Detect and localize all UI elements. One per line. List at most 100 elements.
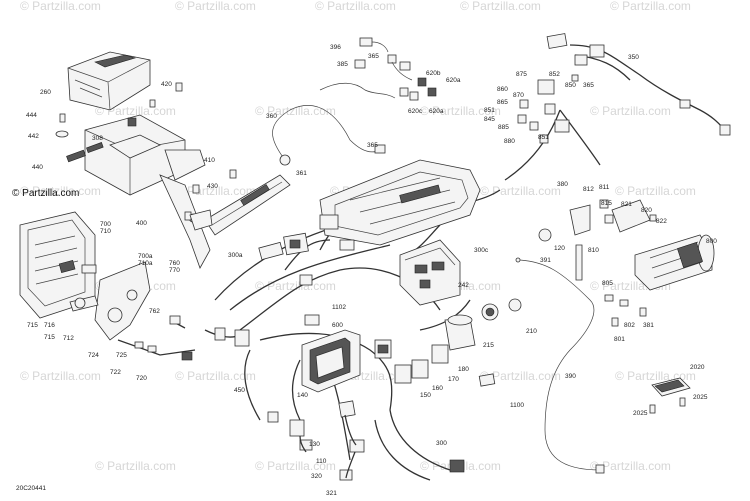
callout-label: 620c — [408, 108, 423, 115]
callout-label: 242 — [458, 282, 469, 289]
callout-label: 1102 — [332, 304, 346, 311]
callout-label: 320 — [311, 473, 322, 480]
callout-label: 2020 — [690, 364, 705, 371]
callout-label: 815 — [601, 200, 612, 207]
battery-tray — [84, 114, 206, 196]
watermark-text: © Partzilla.com — [315, 0, 396, 13]
callout-label: 2025 — [693, 394, 708, 401]
callout-label: 620a — [446, 77, 461, 84]
connector-cluster-center — [214, 214, 355, 347]
watermark-text: © Partzilla.com — [175, 0, 256, 13]
callout-label: 700 — [100, 221, 111, 228]
callout-label: 430 — [207, 183, 218, 190]
callout-label: 444 — [26, 112, 37, 119]
cable-360 — [272, 82, 396, 166]
callout-label: 391 — [540, 257, 551, 264]
callout-label: 810 — [588, 247, 599, 254]
light-2020 — [649, 377, 691, 414]
callout-label: 715 — [27, 322, 38, 329]
callout-label: 365 — [368, 53, 379, 60]
callout-label: 390 — [565, 373, 576, 380]
small-fasteners-left — [55, 82, 237, 221]
callout-label: 210 — [526, 328, 537, 335]
callout-label: 725 — [116, 352, 127, 359]
callout-label: 865 — [497, 99, 508, 106]
callout-label: 300a — [228, 252, 243, 259]
callout-label: 140 — [297, 392, 308, 399]
watermark-text: © Partzilla.com — [420, 104, 501, 118]
watermark-text: © Partzilla.com — [20, 369, 101, 383]
callout-label: 600 — [332, 322, 343, 329]
callout-label: 385 — [337, 61, 348, 68]
callout-label: 800 — [706, 238, 717, 245]
watermark-text: © Partzilla.com — [610, 0, 691, 13]
display-600 — [301, 314, 361, 393]
callout-label: 300c — [474, 247, 489, 254]
callout-label: 160 — [432, 385, 443, 392]
callout-label: 802 — [624, 322, 635, 329]
fuse-box-242 — [399, 239, 461, 306]
callout-label: 880 — [504, 138, 515, 145]
callout-label: 308 — [92, 135, 103, 142]
callout-label: 260 — [40, 89, 51, 96]
callout-label: 321 — [326, 490, 337, 497]
sensor-chain-725 — [117, 315, 196, 361]
battery-cover — [67, 51, 151, 111]
callout-label: 620b — [426, 70, 441, 77]
callout-label: 805 — [602, 280, 613, 287]
control-module-700 — [19, 211, 97, 319]
watermark-text: © Partzilla.com — [460, 0, 541, 13]
relay-group — [517, 74, 579, 144]
callout-label: 2025 — [633, 410, 648, 417]
callout-label: 820 — [641, 207, 652, 214]
watermark-text: © Partzilla.com — [590, 459, 671, 473]
bracket-820 — [599, 199, 657, 233]
watermark-text: © Partzilla.com — [615, 184, 696, 198]
callout-label: 1100 — [510, 402, 524, 409]
callout-label: 120 — [554, 245, 565, 252]
bracket-810 — [538, 204, 591, 281]
rail-300a — [189, 174, 291, 236]
callout-label: 420 — [161, 81, 172, 88]
upper-connectors — [354, 37, 437, 101]
callout-label: 442 — [28, 133, 39, 140]
callout-label: 870 — [513, 92, 524, 99]
watermark-text: © Partzilla.com — [590, 104, 671, 118]
callout-label: 710 — [100, 228, 111, 235]
callout-label: 710a — [138, 260, 153, 267]
callout-label: 110 — [316, 458, 327, 465]
callout-label: 170 — [448, 376, 459, 383]
callout-label: 801 — [614, 336, 625, 343]
callout-label: 851 — [538, 134, 549, 141]
callout-label: 300 — [436, 440, 447, 447]
small-parts-805 — [604, 294, 647, 327]
callout-label: 770 — [169, 267, 180, 274]
watermark-text: © Partzilla.com — [20, 0, 101, 13]
watermark-text: © Partzilla.com — [615, 369, 696, 383]
callout-label: 762 — [149, 308, 160, 315]
callout-label: 850 — [565, 82, 576, 89]
callout-label: 885 — [498, 124, 509, 131]
callout-label: 715 — [44, 334, 55, 341]
callout-label: 851 — [484, 107, 495, 114]
watermark-text: © Partzilla.com — [480, 184, 561, 198]
callout-label: 381 — [643, 322, 654, 329]
callout-label: 180 — [458, 366, 469, 373]
callout-label: 365 — [367, 142, 378, 149]
motor-800 — [634, 234, 715, 291]
callout-label: 396 — [330, 44, 341, 51]
callout-label: 860 — [497, 86, 508, 93]
cable-390 — [515, 257, 605, 474]
callout-label: 400 — [136, 220, 147, 227]
watermark-text: © Partzilla.com — [175, 369, 256, 383]
callout-label: 712 — [63, 335, 74, 342]
watermark-text: © Partzilla.com — [255, 104, 336, 118]
callout-label: 812 — [583, 186, 594, 193]
watermark-text: © Partzilla.com — [95, 459, 176, 473]
callout-label: 150 — [420, 392, 431, 399]
brand-text: © Partzilla.com — [12, 188, 79, 199]
connectors-bottom — [267, 400, 465, 481]
callout-label: 852 — [549, 71, 560, 78]
